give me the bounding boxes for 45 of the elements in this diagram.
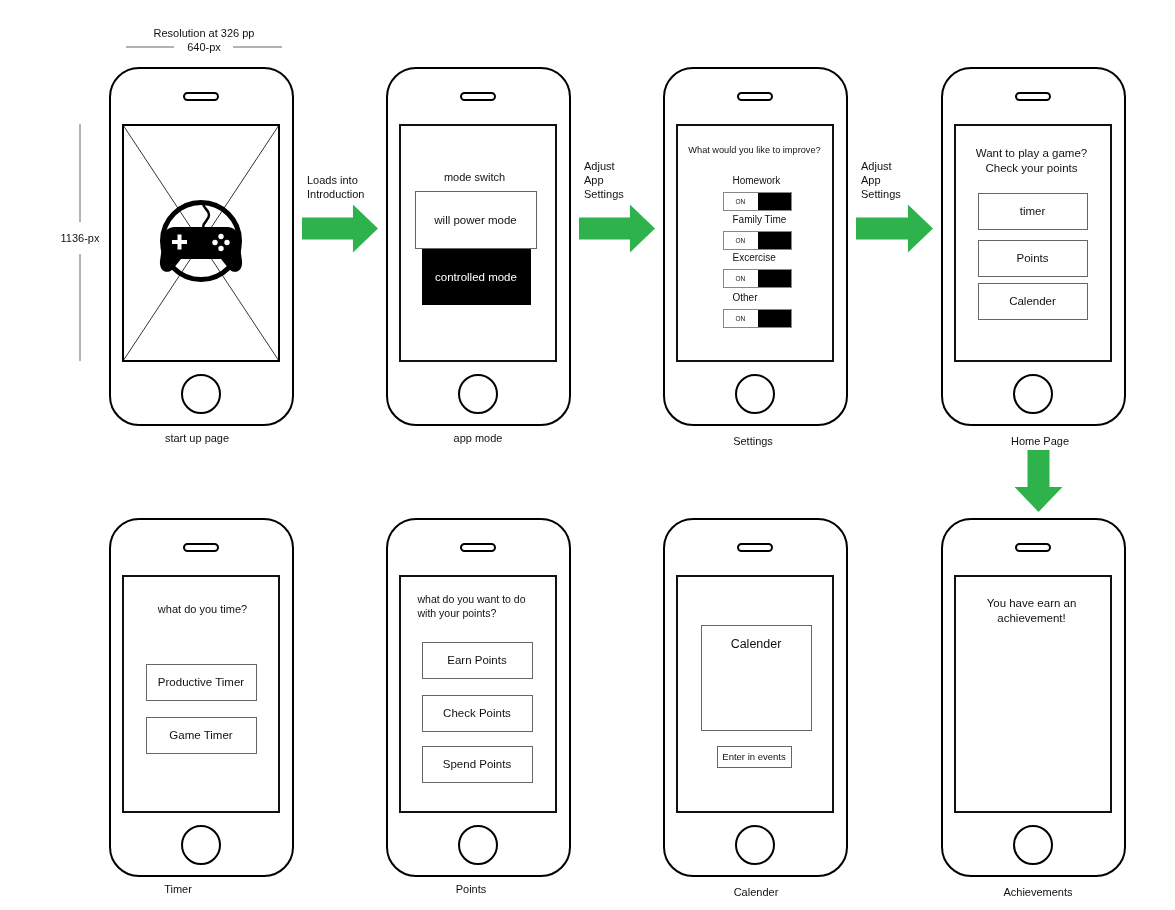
points-button: Spend Points: [421, 745, 533, 783]
toggle-label: Homework: [732, 174, 781, 187]
resolution-note: Resolution at 326 pp: [153, 27, 255, 39]
events-button: Enter in events: [716, 745, 792, 768]
calendar-panel: Calender: [700, 624, 812, 731]
screen-caption: Settings: [733, 435, 773, 447]
prompt-text: what do you time?: [157, 603, 248, 616]
arrow: [856, 204, 933, 253]
phone-frame: [941, 518, 1126, 877]
prompt-text: Want to play a game? Check your points: [975, 146, 1088, 176]
points-button: Check Points: [421, 694, 533, 732]
arrow: [1014, 450, 1063, 512]
screen-caption: Points: [455, 883, 487, 895]
menu-button: Points: [977, 239, 1088, 277]
prompt-text: You have earn an achievement!: [986, 596, 1077, 626]
screen-caption: Calender: [733, 886, 779, 898]
phone-frame: [386, 67, 571, 426]
screen-caption: app mode: [453, 432, 503, 444]
timer-button: Productive Timer: [145, 663, 257, 701]
phone-frame: [941, 67, 1126, 426]
timer-button: Game Timer: [145, 716, 257, 754]
screen-caption: start up page: [164, 432, 230, 444]
toggle-label: Family Time: [732, 213, 787, 226]
menu-button: timer: [977, 192, 1088, 230]
toggle-label: Excercise: [732, 251, 776, 264]
mode-button: will power mode: [414, 190, 537, 249]
points-button: Earn Points: [421, 641, 533, 679]
prompt-text: mode switch: [443, 171, 506, 184]
mode-button: controlled mode: [421, 248, 531, 305]
phone-frame: [109, 518, 294, 877]
phone-frame: [386, 518, 571, 877]
toggle-label: Other: [732, 291, 758, 304]
screen-caption: Timer: [164, 883, 192, 895]
phone-frame: [663, 67, 848, 426]
arrow: [302, 204, 378, 253]
phone-frame: [663, 518, 848, 877]
phone-frame: [109, 67, 294, 426]
menu-button: Calender: [977, 282, 1088, 320]
dimension-label: 640-px: [187, 41, 221, 53]
screen-caption: Home Page: [1010, 435, 1070, 447]
screen-caption: Achievements: [1003, 886, 1073, 898]
prompt-text: what do you want to do with your points?: [417, 592, 527, 620]
arrow: [579, 204, 655, 253]
prompt-text: What would you like to improve?: [687, 144, 822, 156]
dimension-label: 1136-px: [60, 232, 100, 244]
